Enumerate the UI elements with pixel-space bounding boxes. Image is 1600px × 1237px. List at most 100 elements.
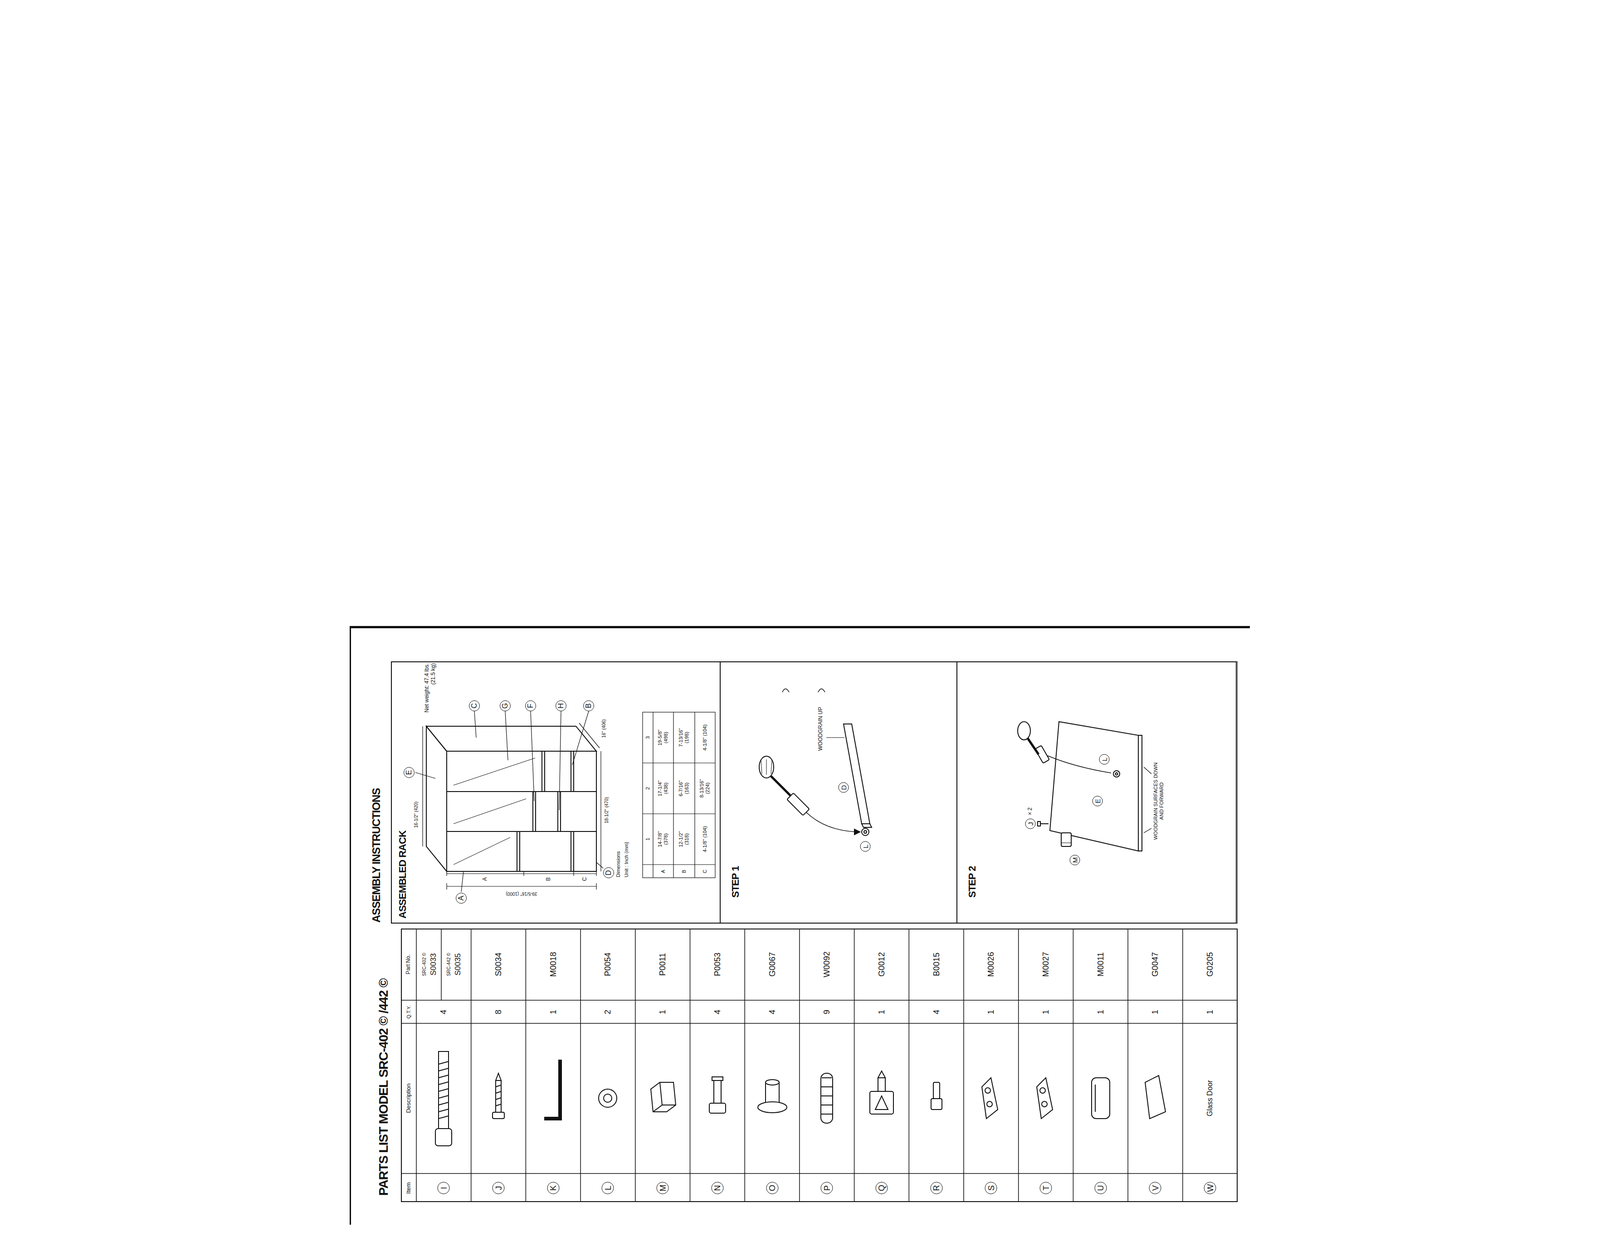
label-text: Dimensions xyxy=(615,850,622,878)
callout-letter: U xyxy=(1094,1181,1107,1195)
label-text: 16" (406) xyxy=(601,718,607,739)
label-text: M0018 xyxy=(548,951,558,977)
label-text: M0011 xyxy=(1095,951,1106,977)
callout-letter: M xyxy=(1069,854,1081,866)
callout-letter: A xyxy=(455,892,467,904)
label-text: SRC-442 © xyxy=(446,951,452,976)
label-text: 1 xyxy=(877,1009,887,1015)
label-text: Unit : Inch (mm) xyxy=(623,841,630,878)
callout-letter: I xyxy=(437,1181,450,1195)
callout-letter: T xyxy=(1039,1181,1053,1195)
label-text: G0047 xyxy=(1150,951,1161,977)
callout-letter: P xyxy=(820,1181,834,1195)
label-text: 3 xyxy=(644,735,651,740)
callout-letter: B xyxy=(583,700,595,712)
label-text: G0012 xyxy=(877,951,887,977)
label-text: 9 xyxy=(822,1009,832,1015)
label-text: 12-1/2" (318) xyxy=(678,824,690,854)
label-text: 4-1/8" (104) xyxy=(702,824,708,854)
label-text: Item xyxy=(405,1181,413,1194)
label-text: 19-5/8" (498) xyxy=(657,722,669,752)
callout-letter: J xyxy=(1025,818,1036,830)
label-text: S0035 xyxy=(453,952,463,976)
label-text: B xyxy=(681,868,688,874)
callout-letter: V xyxy=(1149,1181,1162,1195)
instruction-section: ASSEMBLED RACK xyxy=(390,661,721,924)
callout-letter: J xyxy=(492,1181,505,1195)
label-text: 1 xyxy=(658,1009,668,1015)
label-text: 18-1/2" (470) xyxy=(604,796,610,824)
label-text: 8 xyxy=(493,1009,504,1015)
callout-letter: E xyxy=(403,766,415,778)
callout-letter: W xyxy=(1204,1181,1217,1195)
label-text: 7-13/16" (198) xyxy=(678,722,690,752)
label-text: 4 xyxy=(712,1009,723,1015)
label-text: 4 xyxy=(931,1009,942,1015)
section-heading: STEP 1 xyxy=(730,866,741,898)
callout-letter: K xyxy=(546,1181,560,1195)
label-text: B0015 xyxy=(931,951,942,977)
instruction-section: STEP 1 xyxy=(720,661,957,924)
label-text: A xyxy=(660,868,667,874)
label-text: 1 xyxy=(986,1009,996,1015)
label-text: 16-1/2" (420) xyxy=(413,800,420,829)
rotated-page: PARTS LIST MODEL SRC-402 © /442 ©ASSEMBL… xyxy=(367,651,1243,1210)
label-text: WOODGRAIN SURFACES DOWN AND FORWARD xyxy=(1152,757,1165,845)
callout-letter: G xyxy=(499,700,511,712)
label-text: M0027 xyxy=(1041,951,1051,977)
label-text: 17-1/4" (438) xyxy=(657,773,669,803)
label-text: B xyxy=(545,876,552,882)
callout-letter: M xyxy=(656,1181,669,1195)
label-text: 1 xyxy=(1041,1009,1051,1015)
label-text: G0205 xyxy=(1205,951,1215,977)
section-heading: ASSEMBLED RACK xyxy=(397,830,408,919)
callout-letter: C xyxy=(468,700,480,712)
callout-letter: F xyxy=(525,700,537,712)
label-text: C xyxy=(702,868,708,874)
callout-letter: E xyxy=(1092,795,1103,807)
label-text: SRC-402 © xyxy=(421,951,428,976)
callout-letter: R xyxy=(930,1181,943,1195)
page-border xyxy=(349,625,352,1225)
label-text: C xyxy=(581,876,589,882)
section-heading: ASSEMBLY INSTRUCTIONS xyxy=(370,788,382,923)
callout-letter: L xyxy=(860,841,871,852)
label-text: 39-5/16" (1000) xyxy=(505,890,538,897)
label-text: Part No. xyxy=(405,953,412,975)
callout-letter: D xyxy=(838,782,849,793)
callout-letter: L xyxy=(1099,754,1110,765)
label-text: WOODGRAIN UP xyxy=(817,706,825,752)
label-text: 4-1/8" (104) xyxy=(702,722,708,752)
label-text: × 2 xyxy=(1027,806,1034,816)
callout-letter: L xyxy=(601,1181,615,1195)
section-heading: STEP 2 xyxy=(967,866,978,898)
label-text: P0054 xyxy=(603,951,613,977)
label-text: 4 xyxy=(767,1009,777,1015)
callout-letter: Q xyxy=(875,1181,888,1195)
label-text: P0011 xyxy=(658,952,668,977)
label-text: G0067 xyxy=(767,951,777,977)
label-text: 1 xyxy=(644,837,651,841)
callout-letter: H xyxy=(555,700,567,712)
label-text: 14-7/8" (378) xyxy=(657,824,669,854)
label-text: P0053 xyxy=(712,951,723,977)
label-text: S0034 xyxy=(493,951,504,977)
label-text: 1 xyxy=(1150,1009,1161,1015)
label-text: 1 xyxy=(1205,1009,1215,1015)
label-text: 4 xyxy=(439,1009,449,1015)
page-border xyxy=(350,625,1250,629)
label-text: 1 xyxy=(1095,1009,1106,1015)
label-text: S0033 xyxy=(429,952,439,976)
callout-letter: D xyxy=(603,867,615,879)
label-text: M0026 xyxy=(986,951,996,977)
label-text: Description xyxy=(405,1082,413,1113)
label-text: 2 xyxy=(644,786,651,791)
label-text: Glass Door xyxy=(1205,1079,1215,1117)
label-text: 6-7/16" (163) xyxy=(678,773,690,803)
parts-table: PARTS LIST MODEL SRC-402 © /442 © xyxy=(400,928,1238,1202)
label-text: 1 xyxy=(548,1009,558,1015)
illustration xyxy=(367,651,1243,1210)
label-text: W0092 xyxy=(822,950,832,978)
label-text: Net weight: 47.4 lbs. (21.5 kg) xyxy=(424,662,437,725)
callout-letter: S xyxy=(985,1181,998,1195)
